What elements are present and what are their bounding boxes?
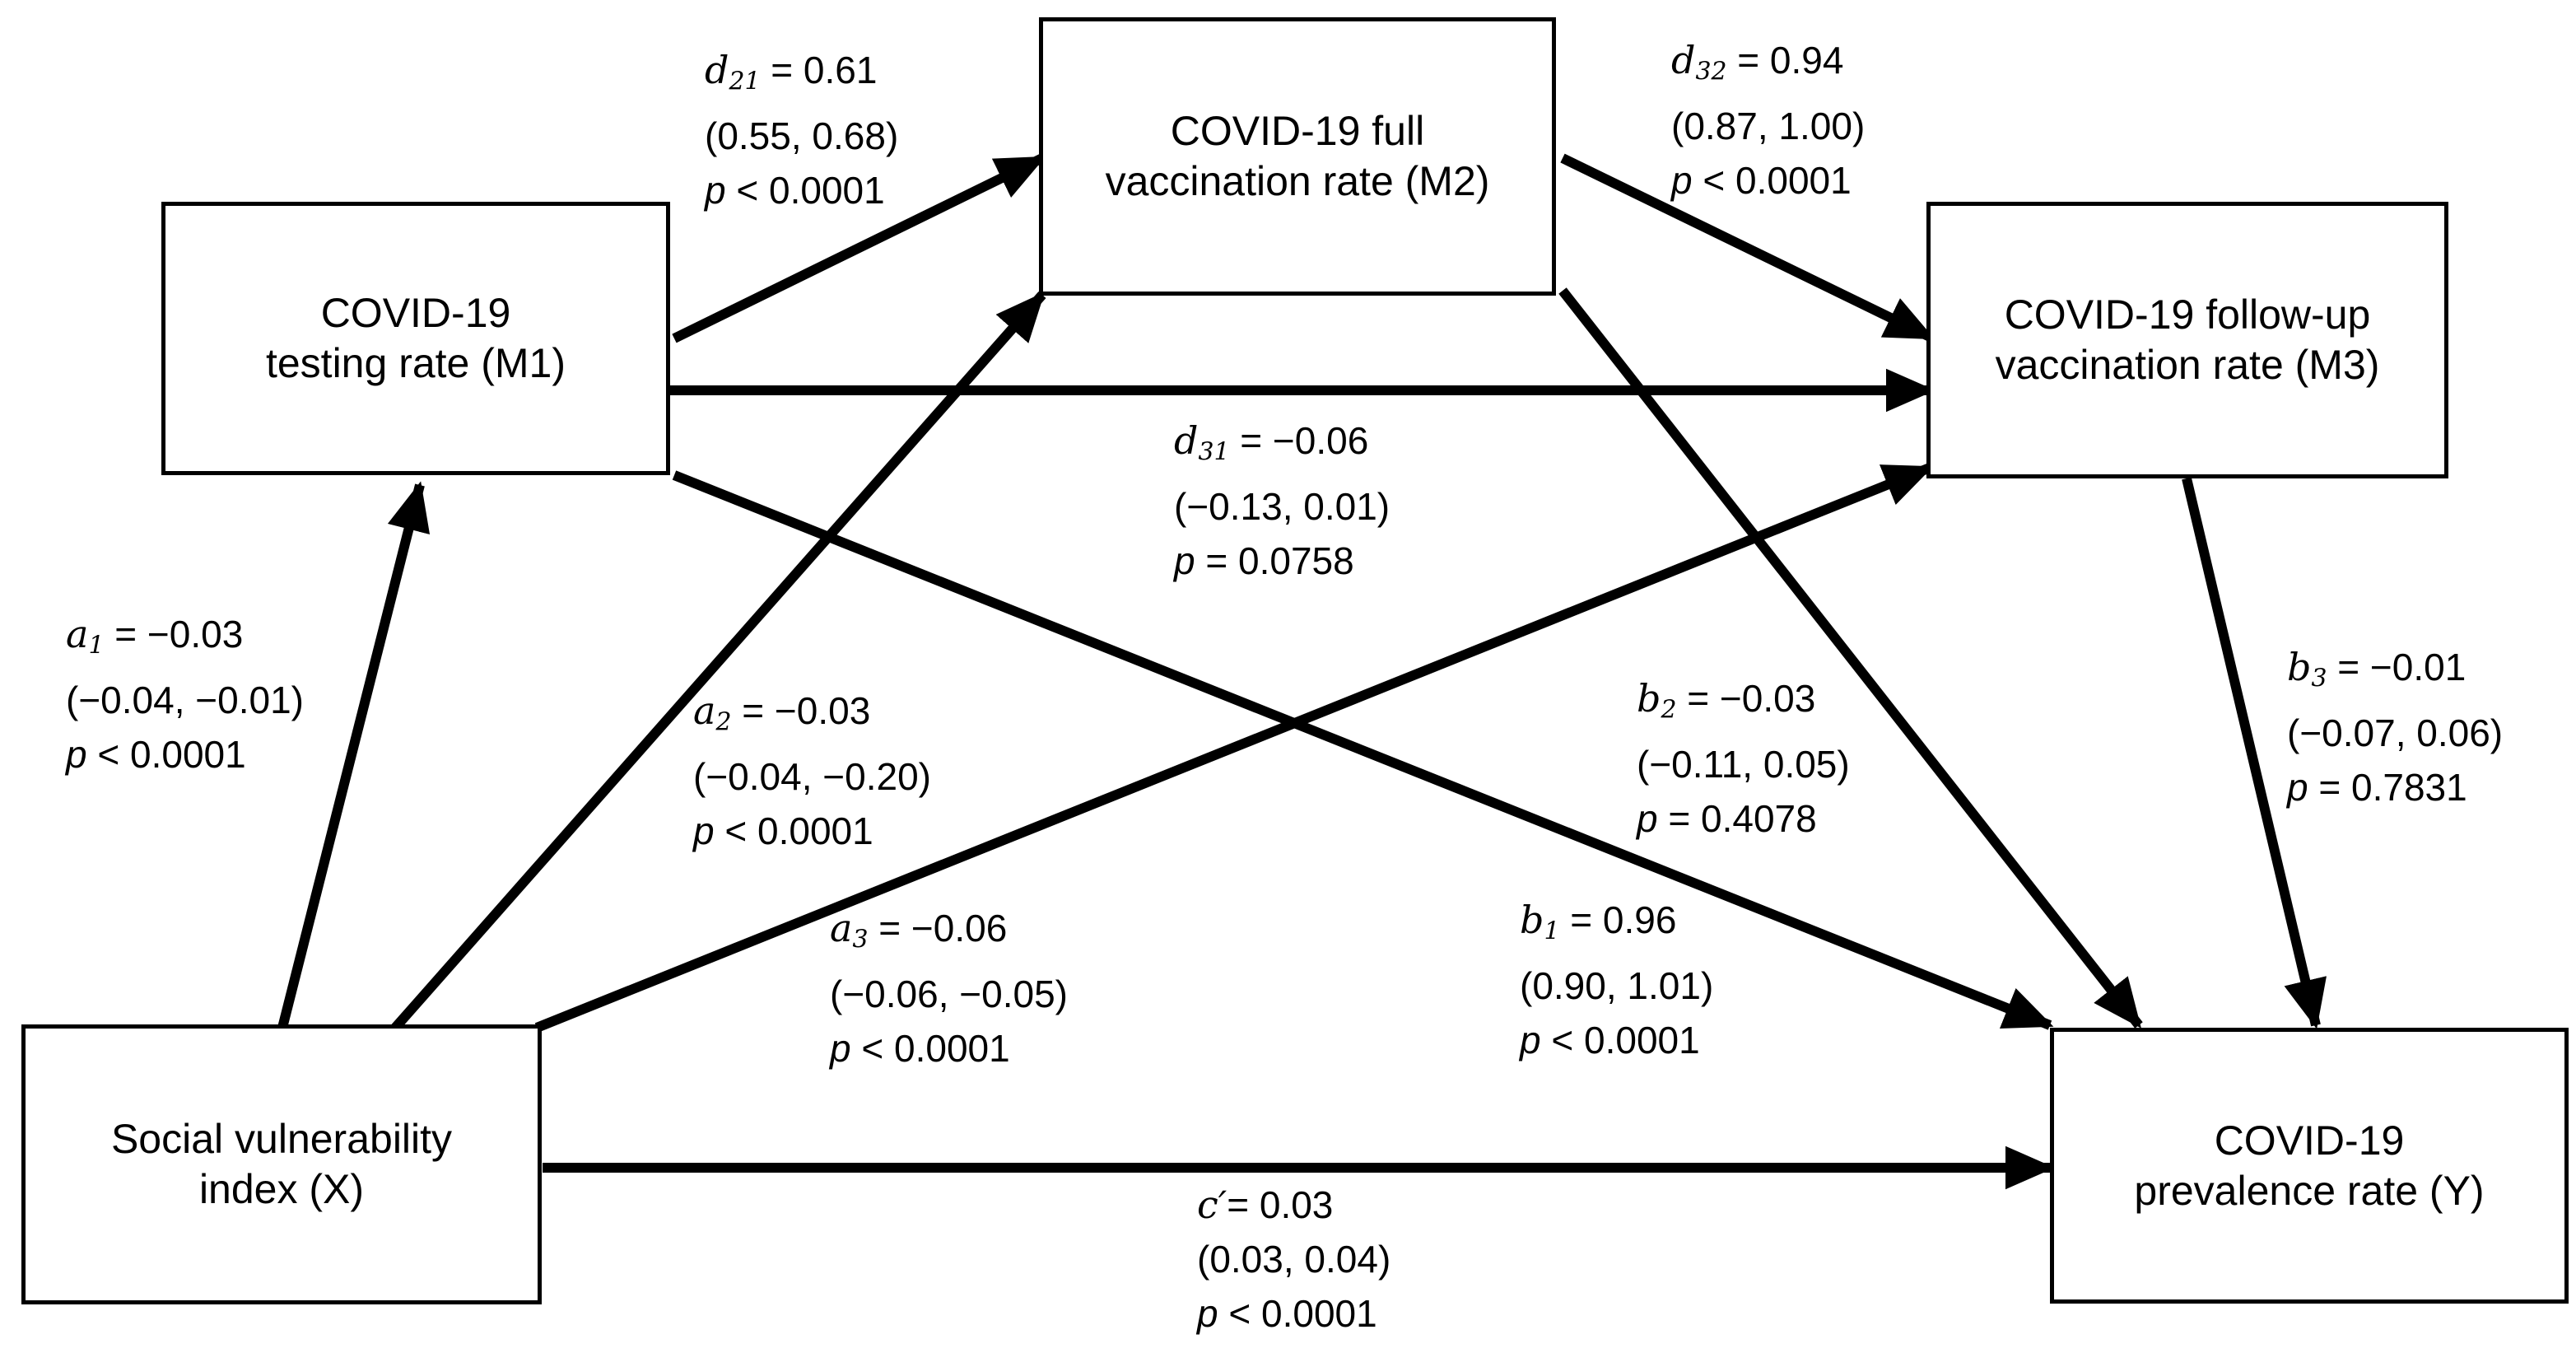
label-b2: b2 = −0.03 (−0.11, 0.05) p = 0.4078 xyxy=(1637,671,1850,846)
label-b2-name: b2 xyxy=(1637,676,1677,725)
label-a1-p: p < 0.0001 xyxy=(66,733,246,777)
node-m1-line2: testing rate (M1) xyxy=(265,340,566,386)
arrow-m3-to-y xyxy=(2182,477,2327,1029)
label-cprime: c′= 0.03 (0.03, 0.04) p < 0.0001 xyxy=(1197,1178,1390,1341)
node-x-line2: index (X) xyxy=(198,1166,365,1212)
node-testing-rate: COVID-19 testing rate (M1) xyxy=(161,202,670,475)
node-m1-line1: COVID-19 xyxy=(320,290,511,336)
arrow-m1-to-m2 xyxy=(672,153,1046,343)
label-a1: a1 = −0.03 (−0.04, −0.01) p < 0.0001 xyxy=(66,607,304,781)
label-cprime-p: p < 0.0001 xyxy=(1197,1292,1377,1335)
label-a3-name: a3 xyxy=(830,906,869,954)
label-b2-p: p = 0.4078 xyxy=(1637,797,1817,841)
node-social-vulnerability-index: Social vulnerability index (X) xyxy=(21,1024,542,1304)
label-b3: b3 = −0.01 (−0.07, 0.06) p = 0.7831 xyxy=(2287,640,2503,814)
node-m2-line1: COVID-19 full xyxy=(1170,108,1425,154)
label-a3-ci: (−0.06, −0.05) xyxy=(830,973,1068,1016)
label-a2: a2 = −0.03 (−0.04, −0.20) p < 0.0001 xyxy=(693,683,931,858)
arrow-m2-to-y xyxy=(1558,287,2143,1029)
label-a3-p: p < 0.0001 xyxy=(830,1027,1010,1071)
arrow-x-to-m2 xyxy=(391,292,1046,1031)
label-a1-ci: (−0.04, −0.01) xyxy=(66,679,304,722)
arrow-m2-to-m3 xyxy=(1560,153,1935,343)
node-m3-line2: vaccination rate (M3) xyxy=(1995,342,2380,388)
label-b2-coef: = −0.03 xyxy=(1687,677,1816,720)
label-d21-p: p < 0.0001 xyxy=(705,169,885,212)
label-b1-name: b1 xyxy=(1520,898,1560,946)
label-cprime-ci: (0.03, 0.04) xyxy=(1197,1238,1391,1281)
label-d32-ci: (0.87, 1.00) xyxy=(1671,105,1866,148)
label-d31-p: p = 0.0758 xyxy=(1174,539,1354,583)
label-d21-name: d21 xyxy=(705,48,761,96)
label-b3-p: p = 0.7831 xyxy=(2287,766,2467,809)
label-d21-ci: (0.55, 0.68) xyxy=(705,114,899,158)
label-cprime-coef: = 0.03 xyxy=(1227,1183,1334,1226)
label-a2-coef: = −0.03 xyxy=(742,689,871,732)
arrow-x-to-m3 xyxy=(534,463,1934,1033)
label-d31-ci: (−0.13, 0.01) xyxy=(1174,485,1390,529)
label-d32: d32 = 0.94 (0.87, 1.00) p < 0.0001 xyxy=(1671,33,1865,208)
label-a1-coef: = −0.03 xyxy=(114,613,244,656)
label-cprime-name: c′ xyxy=(1197,1183,1227,1227)
label-b3-coef: = −0.01 xyxy=(2337,646,2467,688)
label-d21-coef: = 0.61 xyxy=(771,49,878,91)
label-a2-p: p < 0.0001 xyxy=(693,809,873,853)
label-b2-ci: (−0.11, 0.05) xyxy=(1637,743,1850,786)
label-d32-coef: = 0.94 xyxy=(1737,39,1844,82)
label-b1: b1 = 0.96 (0.90, 1.01) p < 0.0001 xyxy=(1520,893,1713,1067)
label-b1-p: p < 0.0001 xyxy=(1520,1019,1700,1062)
label-a1-name: a1 xyxy=(66,612,105,660)
label-b1-coef: = 0.96 xyxy=(1570,898,1677,941)
label-a3: a3 = −0.06 (−0.06, −0.05) p < 0.0001 xyxy=(830,901,1068,1075)
label-d32-p: p < 0.0001 xyxy=(1671,159,1852,203)
node-y-line2: prevalence rate (Y) xyxy=(2134,1167,2485,1214)
label-d31: d31 = −0.06 (−0.13, 0.01) p = 0.0758 xyxy=(1174,413,1390,588)
arrow-m1-to-y xyxy=(672,470,2054,1030)
label-b3-name: b3 xyxy=(2287,645,2327,693)
node-follow-up-vaccination-rate: COVID-19 follow-up vaccination rate (M3) xyxy=(1926,202,2448,478)
node-m2-line2: vaccination rate (M2) xyxy=(1105,158,1490,204)
label-d31-coef: = −0.06 xyxy=(1240,419,1369,462)
node-full-vaccination-rate: COVID-19 full vaccination rate (M2) xyxy=(1039,17,1556,296)
label-d21: d21 = 0.61 (0.55, 0.68) p < 0.0001 xyxy=(705,43,898,217)
label-a2-name: a2 xyxy=(693,688,732,737)
label-d31-name: d31 xyxy=(1174,418,1230,467)
label-b1-ci: (0.90, 1.01) xyxy=(1520,964,1714,1008)
arrow-x-to-m1 xyxy=(277,481,431,1029)
node-m3-line1: COVID-19 follow-up xyxy=(2004,292,2371,338)
node-x-line1: Social vulnerability xyxy=(110,1116,453,1162)
label-a2-ci: (−0.04, −0.20) xyxy=(693,755,931,799)
node-prevalence-rate: COVID-19 prevalence rate (Y) xyxy=(2050,1028,2569,1304)
label-d32-name: d32 xyxy=(1671,38,1727,86)
label-a3-coef: = −0.06 xyxy=(878,907,1008,949)
node-y-line1: COVID-19 xyxy=(2214,1117,2405,1164)
label-b3-ci: (−0.07, 0.06) xyxy=(2287,711,2504,755)
